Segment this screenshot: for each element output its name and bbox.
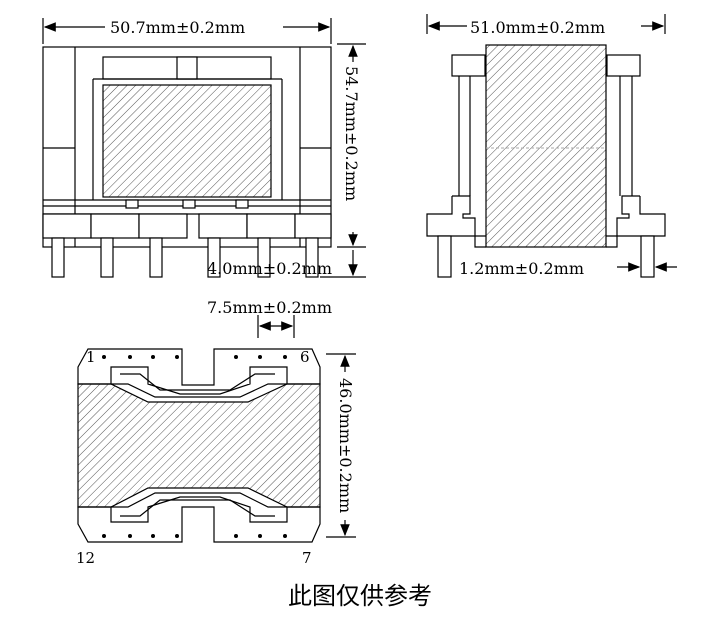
side-core-hatch: [485, 44, 607, 248]
reference-caption: 此图仅供参考: [288, 582, 432, 610]
pin-label-1: 1: [86, 348, 96, 366]
bottom-core-hatch: [77, 383, 321, 508]
pin-label-12: 12: [76, 549, 95, 567]
front-height-label: 54.7mm±0.2mm: [342, 66, 361, 201]
bottom-pin-pitch-label: 7.5mm±0.2mm: [207, 298, 332, 317]
side-width-label: 51.0mm±0.2mm: [470, 18, 605, 37]
front-pin-blocks: [42, 213, 332, 239]
bottom-pin-dots-top: [102, 355, 287, 359]
side-view: 51.0mm±0.2mm 1.2mm±0.2mm: [426, 14, 677, 278]
bottom-depth-label: 46.0mm±0.2mm: [336, 378, 355, 513]
pin-label-7: 7: [302, 549, 312, 567]
pin-label-6: 6: [300, 348, 310, 366]
side-pin-right: [640, 235, 655, 278]
front-view: 50.7mm±0.2mm 54.7mm±0.2mm 4.0mm±0.2mm: [42, 18, 366, 278]
side-pin-offset-label: 1.2mm±0.2mm: [459, 259, 584, 278]
front-core-hatch: [102, 84, 272, 198]
bottom-view: 1 6 12 7 7.5mm±0.2mm 46.0mm±0.2mm: [76, 298, 356, 567]
front-width-label: 50.7mm±0.2mm: [110, 18, 245, 37]
bottom-pin-dots-bottom: [102, 534, 287, 538]
front-pins: [51, 237, 319, 278]
side-pin-left: [437, 235, 452, 278]
front-pin-length-label: 4.0mm±0.2mm: [207, 259, 332, 278]
